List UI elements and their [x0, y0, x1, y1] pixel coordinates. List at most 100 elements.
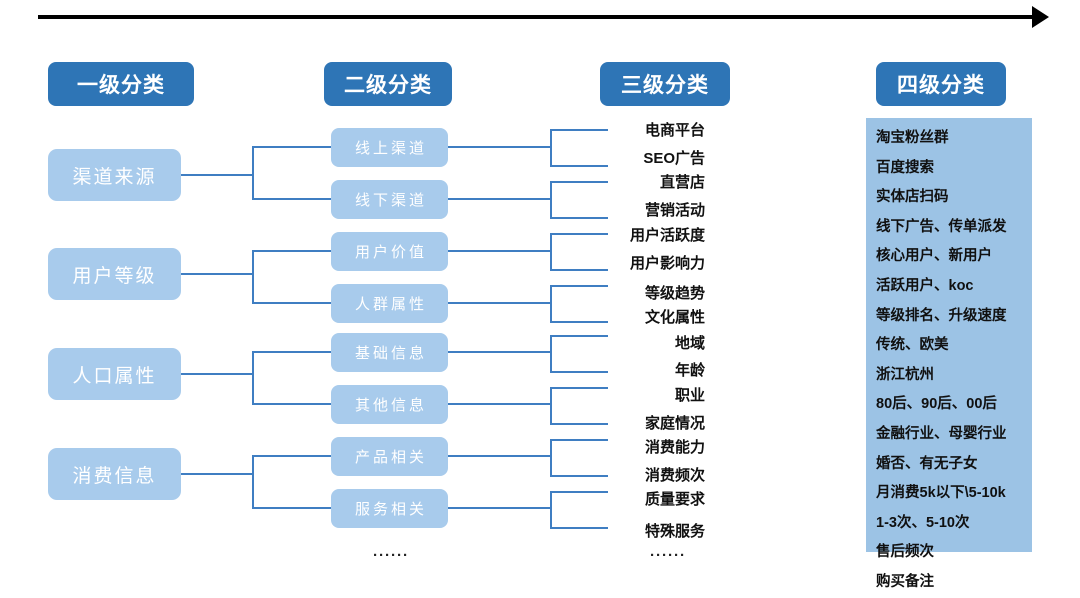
level3-label-age: 年龄: [674, 362, 705, 379]
level1-box-demographics[interactable]: 人口属性: [48, 348, 181, 400]
level3-label-marketing-activity: 营销活动: [644, 202, 705, 219]
level4-panel: 淘宝粉丝群 百度搜索 实体店扫码 线下广告、传单派发 核心用户、新用户 活跃用户…: [866, 118, 1032, 590]
level2-box-product-related[interactable]: 产品相关: [331, 437, 448, 476]
timeline-arrow-line: [38, 15, 1040, 19]
connector-l1-vertical-3: [252, 351, 254, 405]
level2-box-other-info[interactable]: 其他信息: [331, 385, 448, 424]
connector-l2-branch-7b: [550, 475, 608, 477]
connector-l1-stem-1: [181, 174, 253, 176]
level3-label-user-activity: 用户活跃度: [629, 227, 705, 244]
connector-l2-branch-8b: [550, 527, 608, 529]
connector-l2-branch-4b: [550, 321, 608, 323]
level2-box-service-related[interactable]: 服务相关: [331, 489, 448, 528]
level1-box-channel-source[interactable]: 渠道来源: [48, 149, 181, 201]
connector-l1-branch-1b: [252, 198, 332, 200]
level4-item-generations: 80后、90后、00后: [876, 396, 997, 413]
level3-label-direct-store: 直营店: [659, 174, 705, 191]
level3-label-region: 地域: [674, 335, 705, 352]
column-header-level1: 一级分类: [48, 62, 194, 106]
level3-label-family-status: 家庭情况: [644, 415, 705, 432]
connector-l2-vertical-3: [550, 233, 552, 271]
connector-l2-branch-3b: [550, 269, 608, 271]
level3-label-ecommerce-platform: 电商平台: [644, 122, 705, 139]
level3-label-seo-ads: SEO广告: [643, 150, 705, 167]
connector-l2-vertical-1: [550, 129, 552, 167]
connector-l1-branch-4a: [252, 455, 332, 457]
connector-l2-branch-6b: [550, 423, 608, 425]
connector-l1-branch-3a: [252, 351, 332, 353]
connector-l2-vertical-8: [550, 491, 552, 529]
connector-l1-branch-1a: [252, 146, 332, 148]
level1-box-consumption[interactable]: 消费信息: [48, 448, 181, 500]
connector-l1-branch-2a: [252, 250, 332, 252]
connector-l2-branch-1a: [550, 129, 608, 131]
level4-item-industries: 金融行业、母婴行业: [876, 425, 1007, 442]
column-header-level4: 四级分类: [876, 62, 1006, 106]
ellipsis-level2: ······: [373, 547, 409, 564]
connector-l2-branch-5b: [550, 371, 608, 373]
level4-item-purchase-times: 1-3次、5-10次: [876, 514, 970, 531]
level4-item-marriage-children: 婚否、有无子女: [876, 455, 978, 472]
level4-item-aftersales-frequency: 售后频次: [876, 544, 934, 561]
level1-box-user-level[interactable]: 用户等级: [48, 248, 181, 300]
level3-label-special-service: 特殊服务: [644, 523, 705, 540]
connector-l2-stem-4: [448, 302, 551, 304]
level2-box-online-channel[interactable]: 线上渠道: [331, 128, 448, 167]
level4-item-active-users-koc: 活跃用户、koc: [876, 277, 974, 294]
connector-l2-stem-2: [448, 198, 551, 200]
level2-box-group-attribute[interactable]: 人群属性: [331, 284, 448, 323]
connector-l2-branch-7a: [550, 439, 608, 441]
timeline-arrow-head-icon: [1032, 6, 1049, 28]
connector-l2-branch-6a: [550, 387, 608, 389]
connector-l1-branch-3b: [252, 403, 332, 405]
connector-l2-branch-3a: [550, 233, 608, 235]
level3-label-occupation: 职业: [674, 387, 705, 404]
connector-l1-branch-2b: [252, 302, 332, 304]
connector-l2-vertical-4: [550, 285, 552, 323]
connector-l2-branch-4a: [550, 285, 608, 287]
level3-label-culture-attribute: 文化属性: [644, 309, 705, 326]
ellipsis-level3: ······: [650, 547, 686, 564]
level2-box-offline-channel[interactable]: 线下渠道: [331, 180, 448, 219]
level4-item-zhejiang-hangzhou: 浙江杭州: [876, 366, 934, 383]
level4-item-baidu-search: 百度搜索: [876, 159, 934, 176]
level4-item-rank-upgrade-speed: 等级排名、升级速度: [876, 307, 1007, 324]
level4-item-store-scan: 实体店扫码: [876, 189, 949, 206]
connector-l2-branch-8a: [550, 491, 608, 493]
connector-l2-branch-2a: [550, 181, 608, 183]
diagram-canvas: 一级分类 二级分类 三级分类 四级分类 渠道来源 用户等级 人口属性 消费信息 …: [38, 6, 1049, 590]
connector-l1-vertical-1: [252, 146, 254, 200]
connector-l2-stem-6: [448, 403, 551, 405]
connector-l2-stem-3: [448, 250, 551, 252]
connector-l2-branch-5a: [550, 335, 608, 337]
connector-l2-vertical-7: [550, 439, 552, 477]
connector-l1-vertical-4: [252, 455, 254, 509]
level4-item-taobao-fans: 淘宝粉丝群: [876, 130, 949, 146]
connector-l2-stem-5: [448, 351, 551, 353]
level3-label-quality-requirement: 质量要求: [644, 491, 705, 508]
level3-label-user-influence: 用户影响力: [629, 255, 705, 272]
level4-item-offline-ads-flyers: 线下广告、传单派发: [876, 218, 1007, 235]
connector-l1-stem-2: [181, 273, 253, 275]
level2-box-user-value[interactable]: 用户价值: [331, 232, 448, 271]
connector-l1-stem-3: [181, 373, 253, 375]
connector-l2-stem-7: [448, 455, 551, 457]
connector-l2-branch-2b: [550, 217, 608, 219]
level4-list: 淘宝粉丝群 百度搜索 实体店扫码 线下广告、传单派发 核心用户、新用户 活跃用户…: [876, 124, 1026, 598]
connector-l1-branch-4b: [252, 507, 332, 509]
level3-label-spending-frequency: 消费频次: [644, 467, 705, 484]
column-header-level2: 二级分类: [324, 62, 452, 106]
connector-l2-vertical-6: [550, 387, 552, 425]
level4-item-core-new-users: 核心用户、新用户: [876, 248, 992, 265]
connector-l2-stem-1: [448, 146, 551, 148]
level2-box-basic-info[interactable]: 基础信息: [331, 333, 448, 372]
connector-l2-stem-8: [448, 507, 551, 509]
level4-item-monthly-spend: 月消费5k以下\5-10k: [876, 485, 1006, 502]
connector-l1-stem-4: [181, 473, 253, 475]
level3-label-level-trend: 等级趋势: [644, 285, 705, 302]
connector-l2-vertical-5: [550, 335, 552, 373]
connector-l1-vertical-2: [252, 250, 254, 304]
connector-l2-vertical-2: [550, 181, 552, 219]
connector-l2-branch-1b: [550, 165, 608, 167]
level4-item-traditional-western: 传统、欧美: [876, 337, 949, 354]
